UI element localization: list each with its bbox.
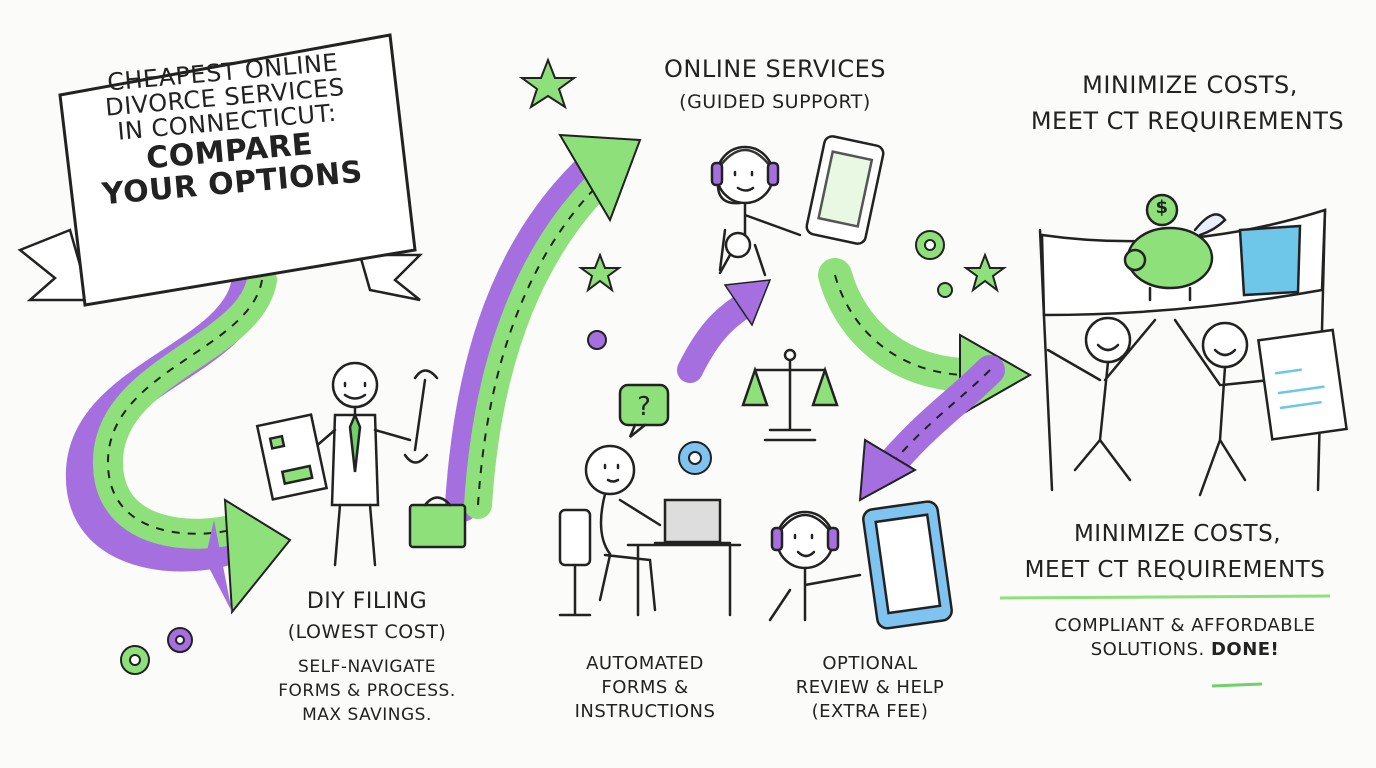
title-banner xyxy=(17,33,424,307)
svg-text:?: ? xyxy=(637,392,651,422)
goal-bottom-line-1: Minimize Costs, xyxy=(1073,521,1282,547)
done-underline xyxy=(1211,682,1263,688)
swoosh-arrow-diy xyxy=(65,265,292,615)
goal-underline xyxy=(999,594,1331,600)
reviewer-figure xyxy=(768,500,953,630)
scales-of-justice-icon xyxy=(741,348,839,442)
support-agent-figure xyxy=(710,135,885,277)
online-services-heading: Online Services xyxy=(664,55,886,83)
goal-summary-line-2: Solutions. Done! xyxy=(1025,639,1345,660)
piggy-bank-dollar-sign: $ xyxy=(1155,197,1169,218)
goal-celebration xyxy=(1038,193,1348,497)
swoosh-arrow-down xyxy=(858,355,1005,502)
optional-line-1: Optional xyxy=(822,653,918,674)
small-arrow-up xyxy=(677,279,772,383)
title-banner-text: Cheapest Online Divorce Services in Conn… xyxy=(42,45,421,313)
automated-line-1: Automated xyxy=(586,653,704,674)
diy-desc-line-3: Max Savings. xyxy=(302,705,432,725)
optional-line-2: Review & Help xyxy=(795,677,945,698)
goal-top-line-2: Meet CT Requirements xyxy=(1030,107,1345,135)
optional-line-3: (Extra Fee) xyxy=(811,701,929,722)
diy-desc-line-2: Forms & Process. xyxy=(278,681,456,701)
automated-line-2: Forms & xyxy=(601,677,689,698)
swoosh-arrow-online xyxy=(445,133,642,522)
goal-summary-done: Done! xyxy=(1210,639,1280,660)
laptop-user-figure: ? xyxy=(558,383,742,617)
diy-person-figure xyxy=(255,361,467,567)
goal-bottom-line-2: Meet CT Requirements xyxy=(1024,557,1326,583)
diy-subheading: (Lowest Cost) xyxy=(287,621,447,643)
online-services-subheading: (Guided Support) xyxy=(679,91,871,113)
automated-line-3: Instructions xyxy=(574,701,716,722)
goal-top-line-1: Minimize Costs, xyxy=(1082,71,1298,99)
decorative-stars xyxy=(518,57,1008,293)
diy-heading: DIY Filing xyxy=(306,589,428,614)
goal-summary-line-2a: Solutions. xyxy=(1090,639,1205,660)
diy-desc-line-1: Self-Navigate xyxy=(298,657,436,677)
swoosh-arrow-goal xyxy=(818,258,1033,417)
decorative-gears xyxy=(120,230,953,675)
goal-summary-line-1: Compliant & Affordable xyxy=(1054,615,1316,636)
